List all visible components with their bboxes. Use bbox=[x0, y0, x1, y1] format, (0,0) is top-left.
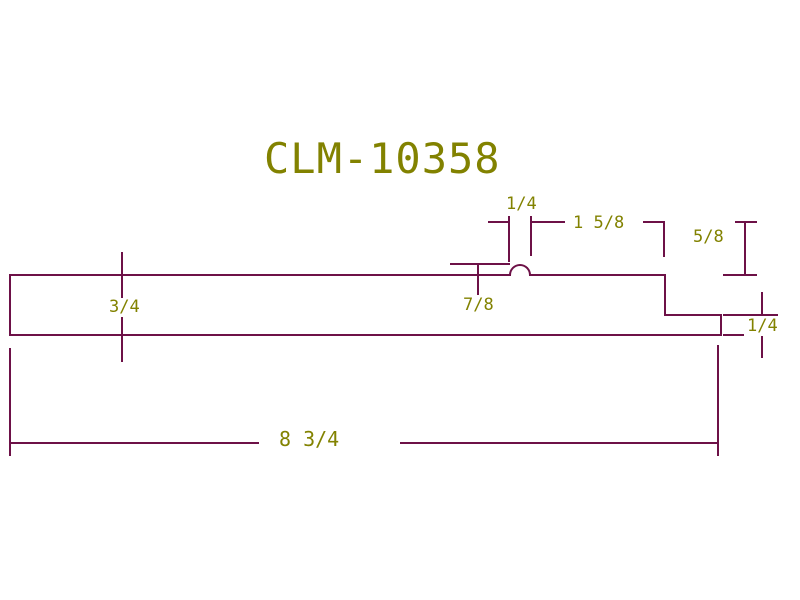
profile-step-horizontal bbox=[664, 314, 722, 316]
ext-line-lip-top bbox=[723, 314, 778, 316]
dim-line-bead-to-step-right bbox=[643, 221, 665, 223]
dim-label-step-depth: 5/8 bbox=[690, 228, 727, 247]
dim-line-bead-width-left bbox=[488, 221, 509, 223]
dim-line-bead-width-right bbox=[531, 221, 565, 223]
profile-right-edge bbox=[720, 314, 722, 336]
dim-tick-step-depth-top bbox=[735, 221, 757, 223]
dim-label-bead-to-step: 1 5/8 bbox=[570, 214, 628, 233]
dim-line-bead-height bbox=[477, 263, 479, 295]
profile-bead-arc bbox=[509, 264, 531, 276]
profile-top-edge-left bbox=[9, 274, 510, 276]
dim-label-overall-width: 8 3/4 bbox=[276, 428, 343, 450]
ext-line-overall-right bbox=[717, 345, 719, 456]
dim-line-overall-right bbox=[400, 442, 719, 444]
dim-line-lip-lower bbox=[761, 335, 763, 358]
profile-left-edge bbox=[9, 274, 11, 336]
dim-label-lip-thickness: 1/4 bbox=[744, 317, 781, 336]
dim-line-lip-upper bbox=[761, 292, 763, 315]
drawing-title: CLM-10358 bbox=[264, 134, 501, 183]
dim-line-overall-left bbox=[9, 442, 259, 444]
ext-line-top-edge-right bbox=[723, 274, 757, 276]
profile-bottom-edge bbox=[9, 334, 722, 336]
ext-line-bead-right bbox=[530, 216, 532, 256]
profile-top-edge-right bbox=[530, 274, 666, 276]
dim-label-left-thickness: 3/4 bbox=[106, 298, 143, 317]
dim-label-bead-height: 7/8 bbox=[460, 296, 497, 315]
profile-step-vertical bbox=[664, 274, 666, 316]
ext-line-bead-top bbox=[450, 263, 510, 265]
ext-line-overall-left bbox=[9, 348, 11, 456]
dim-label-bead-width: 1/4 bbox=[503, 195, 540, 214]
ext-line-bead-left bbox=[508, 216, 510, 262]
dim-line-step-depth bbox=[744, 221, 746, 276]
ext-line-step-corner bbox=[663, 221, 665, 257]
